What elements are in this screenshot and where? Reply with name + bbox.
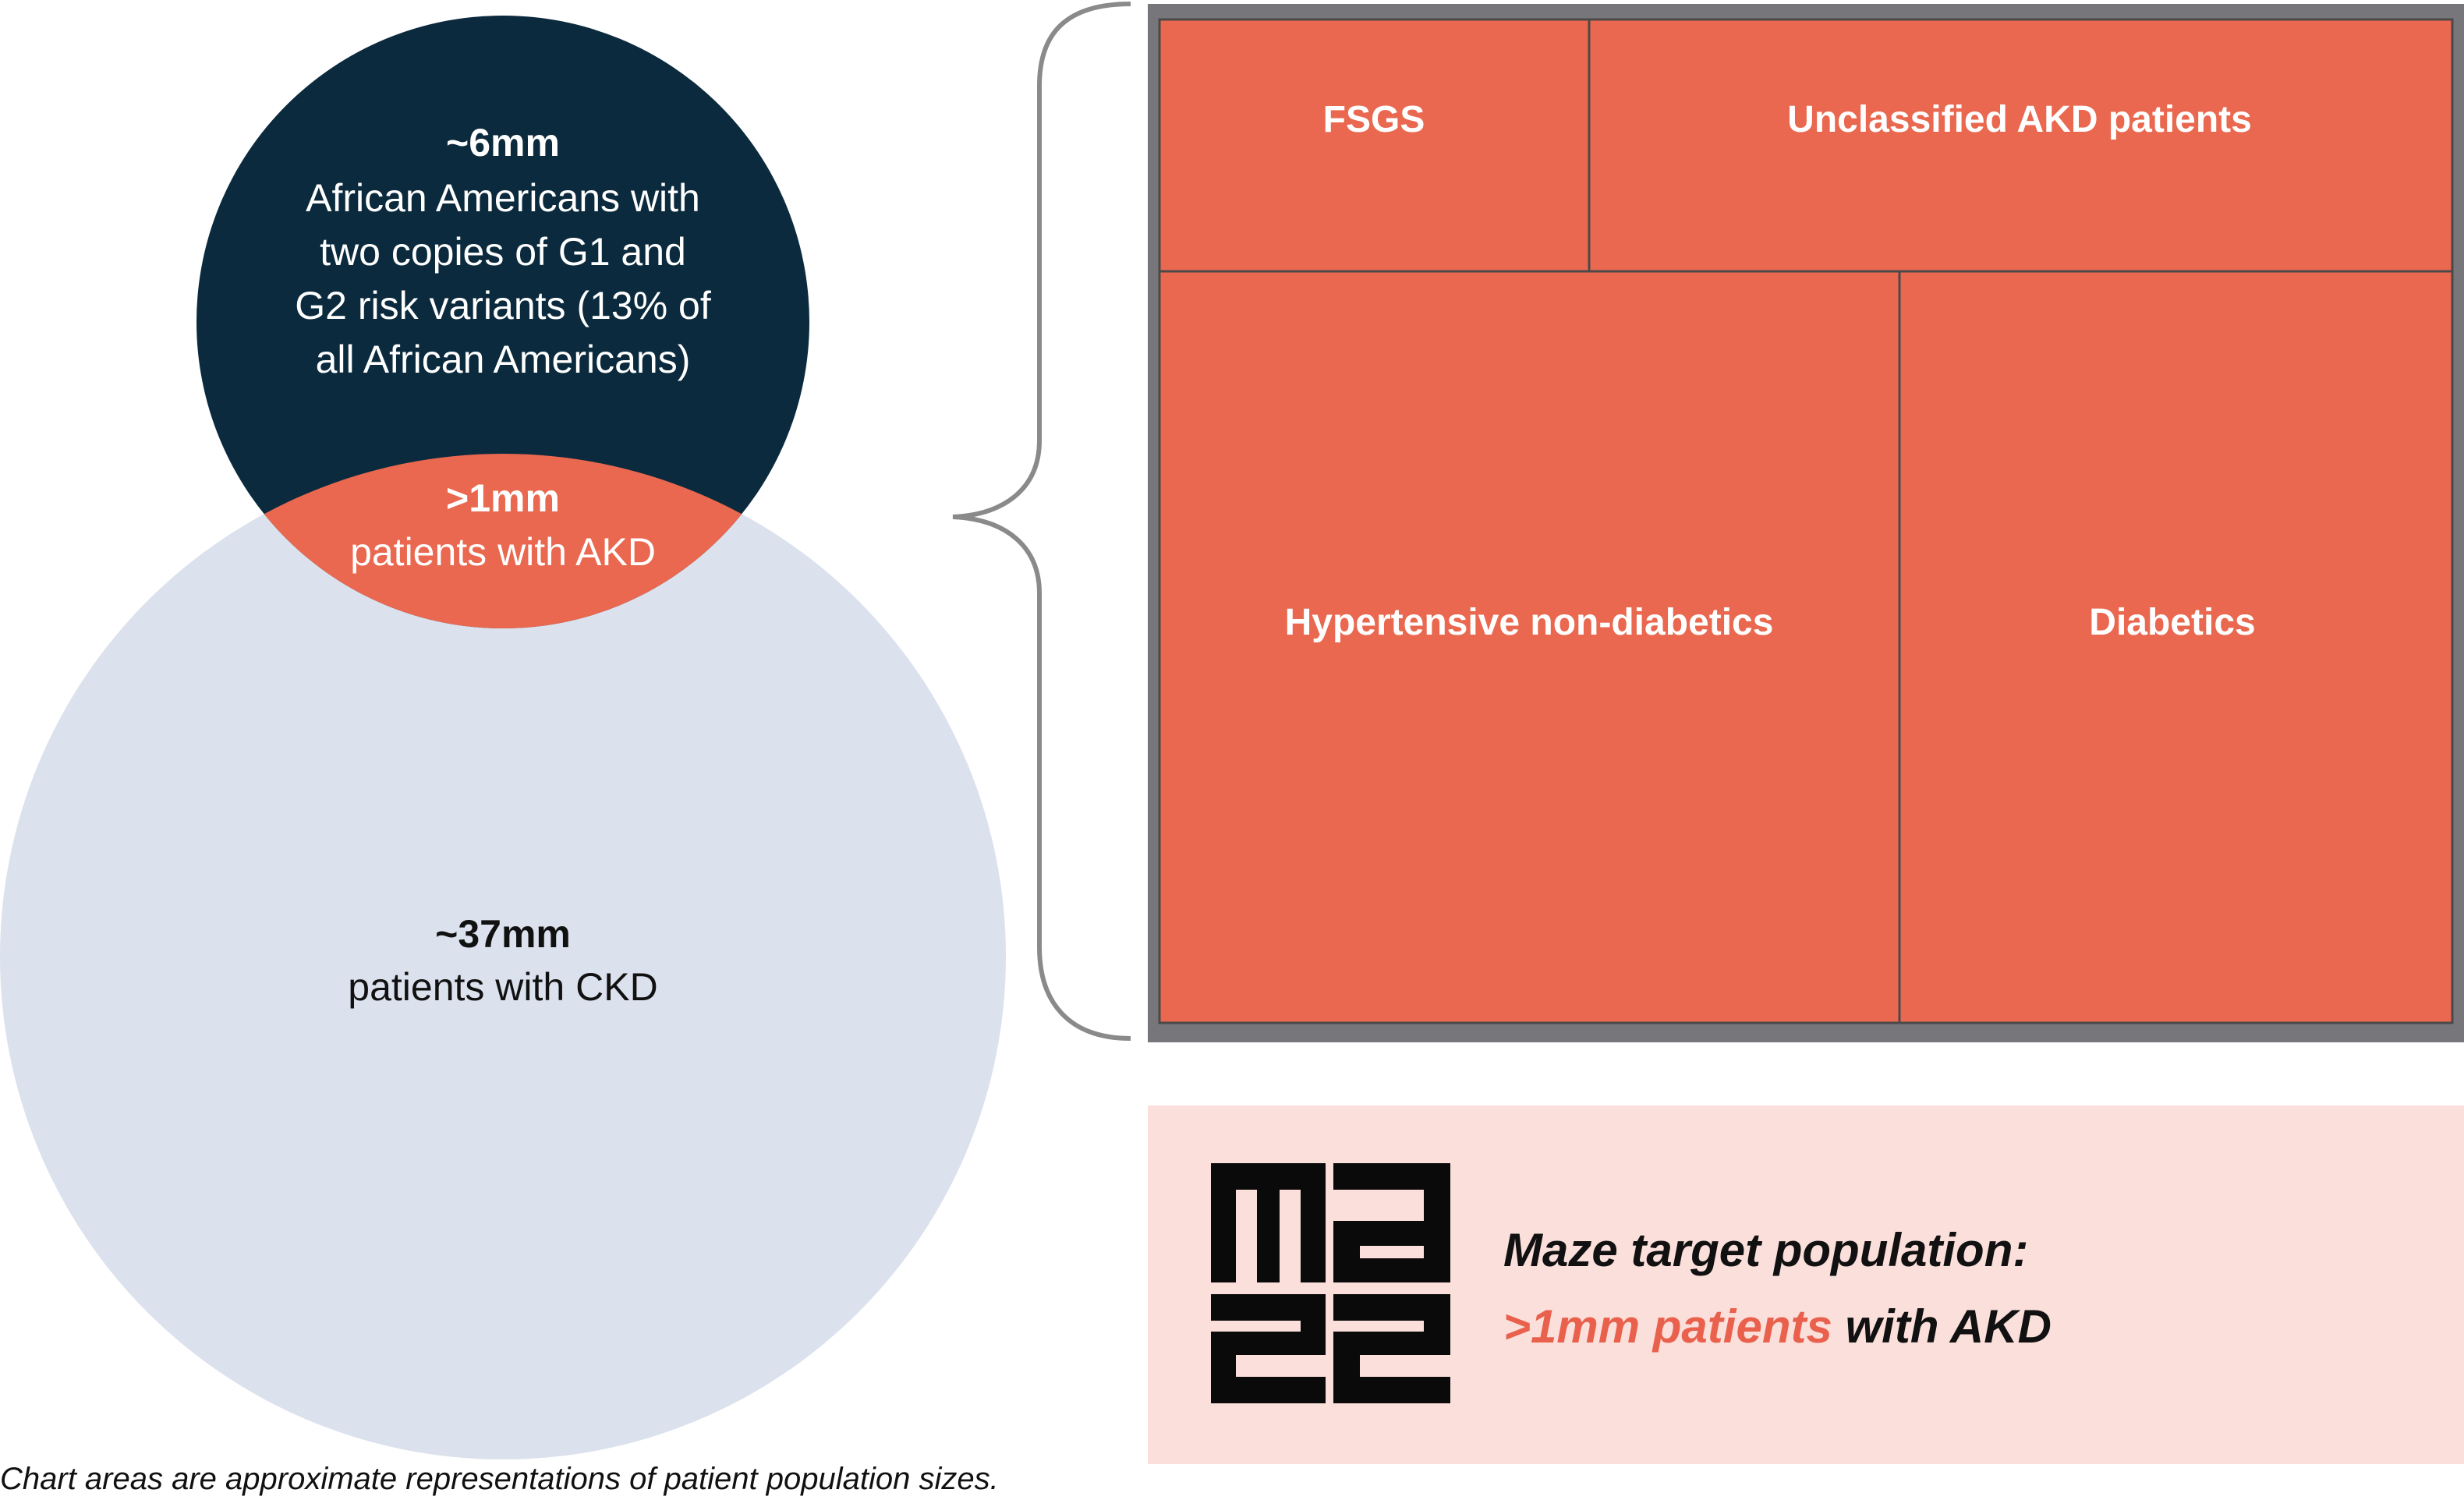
treemap-label-diabetics: Diabetics	[2089, 602, 2255, 643]
treemap: FSGS Unclassified AKD patients Hypertens…	[1148, 4, 2464, 1042]
top-circle-line-4: all African Americans)	[316, 338, 691, 381]
footnote: Chart areas are approximate representati…	[0, 1462, 999, 1496]
curly-brace	[952, 2, 1131, 1041]
overlap-label: patients with AKD	[350, 530, 656, 574]
top-circle-value: ~6mm	[446, 121, 560, 164]
treemap-label-unclassified: Unclassified AKD patients	[1787, 99, 2252, 140]
bottom-circle-value: ~37mm	[435, 912, 571, 956]
callout-accent: >1mm patients	[1503, 1300, 1832, 1353]
top-circle-line-3: G2 risk variants (13% of	[295, 284, 711, 327]
callout-line-2: >1mm patients with AKD	[1503, 1289, 2439, 1365]
treemap-cell-diabetics	[1898, 270, 2454, 1024]
ckd-circle	[0, 454, 1006, 1459]
treemap-label-fsgs: FSGS	[1323, 99, 1425, 140]
african-americans-circle	[196, 16, 809, 628]
top-circle-line-1: African Americans with	[306, 176, 700, 220]
maze-logo	[1211, 1163, 1450, 1403]
callout-text: Maze target population: >1mm patients wi…	[1503, 1212, 2439, 1365]
treemap-label-hypertensive: Hypertensive non-diabetics	[1285, 602, 1774, 643]
venn-diagram: ~6mm African Americans with two copies o…	[0, 16, 1006, 1459]
top-circle-line-2: two copies of G1 and	[320, 230, 686, 274]
callout-line-2-rest: with AKD	[1832, 1300, 2052, 1353]
treemap-cell-unclassified	[1588, 18, 2454, 273]
treemap-cell-hypertensive	[1158, 270, 1901, 1024]
bottom-circle-label: patients with CKD	[348, 965, 657, 1009]
overlap-value: >1mm	[446, 476, 560, 520]
callout-line-1: Maze target population:	[1503, 1224, 2029, 1276]
treemap-cell-fsgs	[1158, 18, 1591, 273]
